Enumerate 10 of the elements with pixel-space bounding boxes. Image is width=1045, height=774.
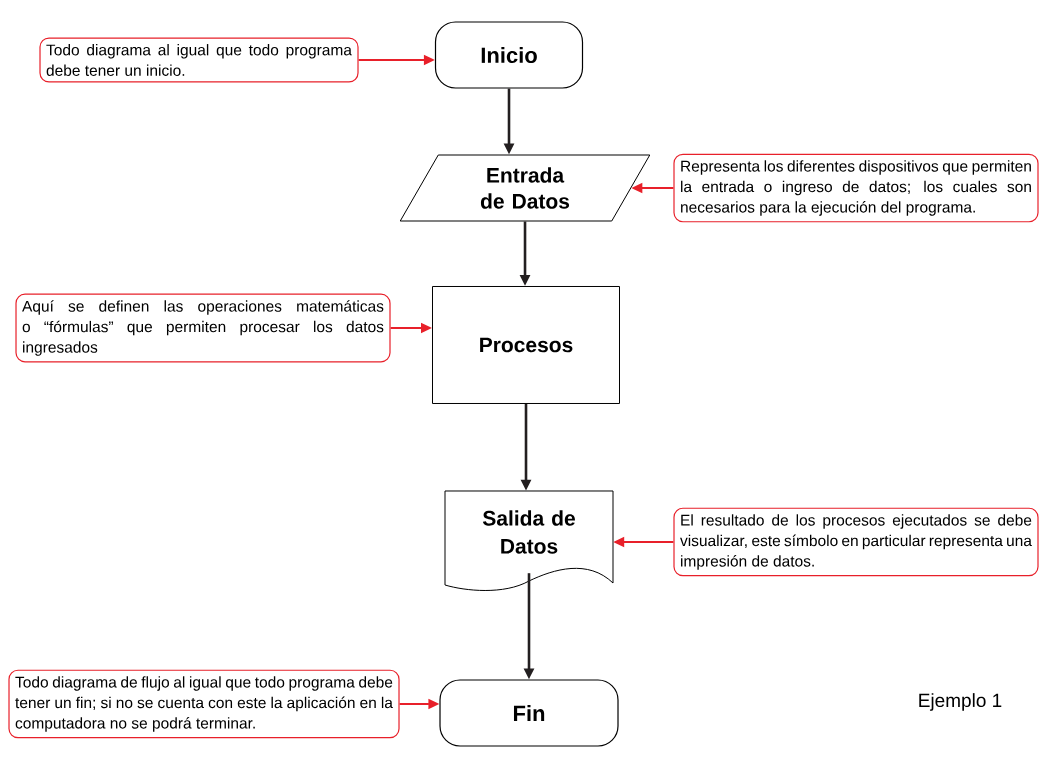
callout-box: Aquí se definen las operaciones matemáticas o “fórmulas” que permiten procesar los datos ingresados: [15, 293, 391, 363]
example-label: Ejemplo 1: [919, 693, 1002, 711]
callout-box: El resultado de los procesos ejecutados se debe visualizar, este símbolo en particular representa una impresión de datos.: [673, 507, 1039, 577]
process-box: Procesos: [432, 286, 620, 404]
callout-box: Todo diagrama de flujo al igual que todo programa debe tener un fin; si no se cuenta con este la aplicación en la computadora no se podrá terminar.: [8, 669, 400, 739]
callout-box: Todo diagrama al igual que todo programa debe tener un inicio.: [39, 37, 359, 83]
callout-box: Representa los diferentes dispositivos que permiten la entrada o ingreso de datos; los cuales son necesarios para la ejecución del programa.: [673, 153, 1039, 223]
input-parallelogram: Entrada de Datos: [399, 154, 651, 222]
terminal-box: Inicio: [434, 21, 584, 89]
terminal-box: Fin: [439, 679, 619, 747]
